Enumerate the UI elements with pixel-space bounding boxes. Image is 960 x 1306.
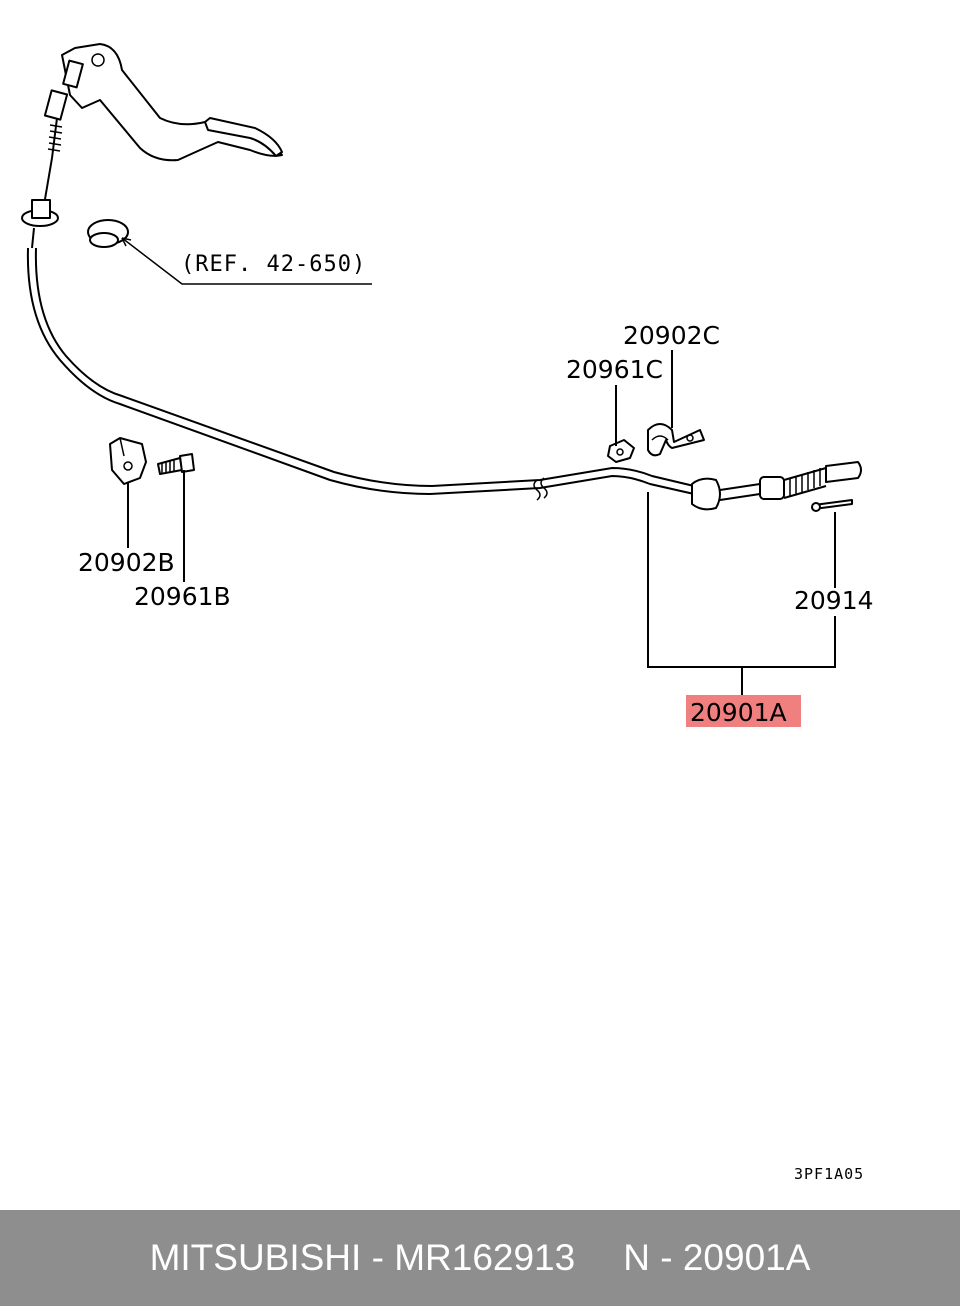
ref-label: (REF. 42-650) — [181, 252, 366, 277]
footer-ref-prefix: N — [623, 1237, 650, 1278]
cable-firewall-end — [21, 199, 59, 249]
label-20961C: 20961C — [566, 355, 663, 384]
drawing-code: 3PF1A05 — [794, 1165, 864, 1183]
label-20902C: 20902C — [623, 321, 720, 350]
footer-separator: - — [371, 1237, 384, 1278]
footer-part-number: MR162913 — [394, 1237, 576, 1278]
clip-20902B — [109, 437, 147, 485]
label-20961B: 20961B — [134, 582, 231, 611]
footer-ref-code: 20901A — [682, 1237, 811, 1278]
label-20902B: 20902B — [78, 548, 175, 577]
ref-leader — [121, 237, 372, 285]
leader-lines — [127, 350, 836, 700]
nut-20961C — [607, 439, 635, 463]
clutch-pedal — [43, 43, 283, 206]
footer-bar: MITSUBISHI - MR162913 N - 20901A — [0, 1210, 960, 1306]
label-20914: 20914 — [794, 586, 874, 615]
footer-separator-2: - — [660, 1237, 673, 1278]
bolt-20961B — [157, 453, 195, 475]
clip-20902C — [647, 423, 705, 457]
grommet — [87, 219, 129, 248]
parts-diagram: (REF. 42-650) 20902C 20961C 20902B 20961… — [21, 43, 874, 1183]
pin-20914 — [811, 499, 853, 512]
footer-brand: MITSUBISHI — [149, 1237, 362, 1278]
label-20901A: 20901A — [690, 698, 787, 727]
clutch-cable — [26, 247, 862, 511]
highlight-20901A — [686, 695, 801, 727]
